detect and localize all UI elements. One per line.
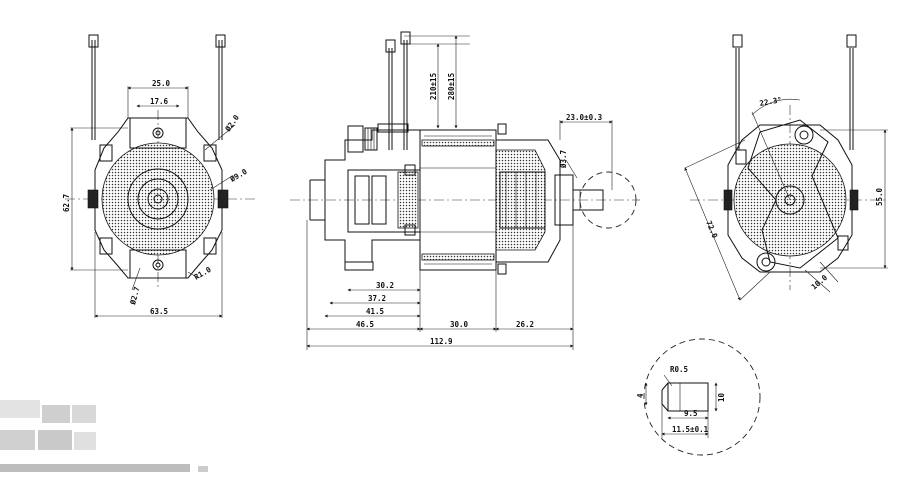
front-view: 25.0 17.6 62.7 Ø2.0 Ø9.0 R1.0 Ø2.7 63.5: [62, 34, 255, 318]
dim-bottom-hole: Ø2.7: [128, 286, 142, 307]
dim-height: 62.7: [62, 194, 71, 212]
dim-30-0: 30.0: [450, 320, 469, 329]
dim-hole-dia: Ø2.0: [223, 113, 242, 134]
dim-detail-dia: 10: [717, 392, 726, 402]
dim-overall-length: 112.9: [430, 337, 453, 346]
dim-detail-tip: R0.5: [670, 365, 688, 374]
dim-detail-len-1: 9.5: [684, 409, 698, 418]
dim-shaft-dia: Ø3.7: [559, 150, 568, 169]
dim-46-5: 46.5: [356, 320, 374, 329]
dim-angle: 22.3°: [759, 95, 783, 108]
dim-radius: R1.0: [193, 265, 214, 282]
dim-26-2: 26.2: [516, 320, 534, 329]
dim-37-2: 37.2: [368, 294, 386, 303]
side-view: 210±15 280±15 23.0±0.3 Ø3.7 30.2 37.2 41…: [290, 31, 640, 350]
dim-height-rear: 55.0: [875, 187, 884, 206]
dim-overall-width: 63.5: [150, 307, 168, 316]
dim-detail-len-2: 11.5±0.1: [672, 425, 709, 434]
dim-detail-flat: 4: [636, 393, 645, 398]
shaft-detail-view: R0.5 4 10 9.5 11.5±0.1: [636, 338, 761, 456]
dim-30-2: 30.2: [376, 281, 394, 290]
dim-lead-1: 210±15: [429, 73, 438, 100]
dim-lead-2: 280±15: [447, 73, 456, 100]
dim-diag-width: 72.0: [704, 219, 720, 240]
dim-shaft-extension: 23.0±0.3: [566, 113, 603, 122]
dim-inner-width: 17.6: [150, 97, 169, 106]
dim-top-width: 25.0: [152, 79, 171, 88]
rear-view: 22.3° 72.0 55.0 10.0: [684, 34, 888, 301]
dim-boss-dia: Ø9.0: [228, 167, 249, 185]
dim-41-5: 41.5: [366, 307, 384, 316]
